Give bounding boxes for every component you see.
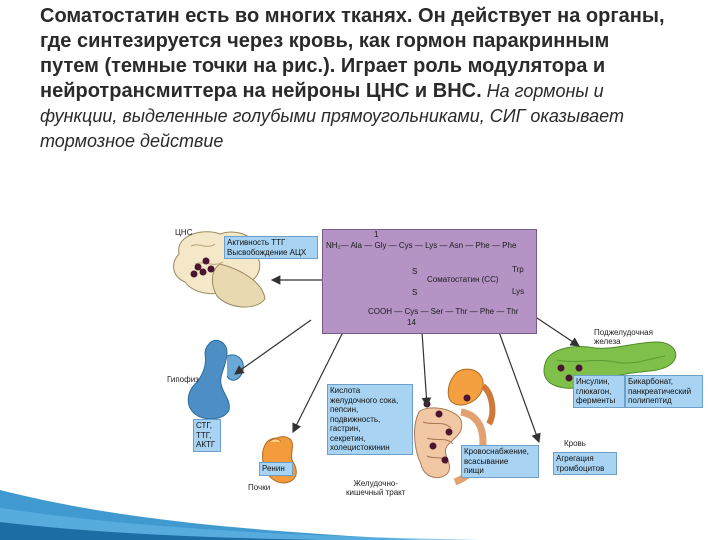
disulfide-s2: S <box>412 288 418 297</box>
residue-14-label: 14 <box>407 318 416 327</box>
lys-residue: Lys <box>512 287 525 296</box>
slide-decor-wave <box>0 490 480 540</box>
cns-dots <box>190 257 215 278</box>
residue-1-label: 1 <box>374 230 379 239</box>
pancreas-label: Поджелудочная железа <box>594 328 653 346</box>
blood-label: Кровь <box>564 439 586 448</box>
slide-bold-text: Соматостатин есть во многих тканях. Он д… <box>40 5 665 102</box>
platelet-aggregation-box: Агрегация тромбоцитов <box>553 452 617 475</box>
slide-italic-text: На гормоны и функции, выделенные голубым… <box>40 81 624 151</box>
pituitary-hormones-box: СТГ, ТТГ, АКТГ <box>193 419 221 452</box>
stomach-effects-box: Кислота желудочного сока, пепсин, подвиж… <box>327 384 413 455</box>
kidneys-label: Почки <box>248 483 271 492</box>
slide-body-text: Соматостатин есть во многих тканях. Он д… <box>40 4 670 154</box>
pancreas-secretion-box: Бикарбонат, панкреатический полипептид <box>625 375 703 408</box>
cns-label: ЦНС <box>175 228 193 237</box>
pancreas-hormones-box: Инсулин, глюкагон, ферменты <box>573 375 625 408</box>
cns-effects-box: Активность ТТГ Высвобождение АЦХ <box>224 236 318 259</box>
peptide-top-chain: NH₂— Ala — Gly — Cys — Lys — Asn — Phe —… <box>326 241 517 250</box>
arrows <box>234 275 580 444</box>
pituitary-label: Гипофиз <box>167 375 199 384</box>
peptide-bottom-chain: COOH — Cys — Ser — Thr — Phe — Thr <box>368 307 519 316</box>
somatostatin-structure-box <box>322 229 537 334</box>
somatostatin-name: Соматостатин (СС) <box>427 275 499 284</box>
pancreas-dots <box>557 364 583 382</box>
renin-box: Ренин <box>259 462 293 476</box>
disulfide-s1: S <box>412 267 418 276</box>
intestine-effects-box: Кровоснабжение, всасывание пищи <box>461 445 539 478</box>
gi-tract-label: Желудочно- кишечный тракт <box>346 479 406 497</box>
trp-residue: Trp <box>512 265 524 274</box>
somatostatin-diagram: 1 NH₂— Ala — Gly — Cys — Lys — Asn — Phe… <box>165 224 710 500</box>
